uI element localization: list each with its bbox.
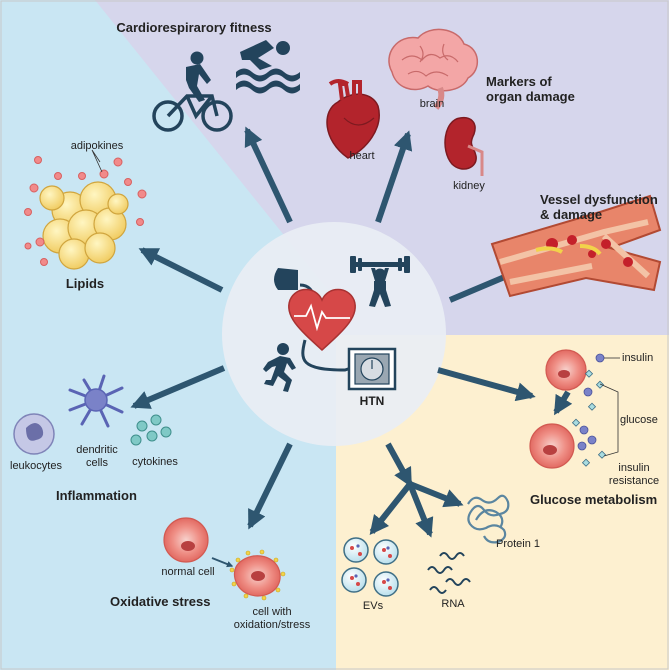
normal-cell-icon (163, 517, 209, 563)
heart-icon (288, 288, 356, 352)
insulin-label: insulin (622, 352, 654, 364)
insulin-resistance-label: insulin resistance (608, 462, 660, 487)
arrow-insulin-resistance (553, 390, 573, 416)
inflammation-label: Inflammation (56, 488, 137, 503)
cyclist-rider-icon (186, 51, 211, 102)
htn-label: HTN (359, 394, 385, 408)
arrow-protein (408, 481, 464, 508)
glucose-molecules-icon (571, 369, 607, 467)
stressed-cell-icon (229, 549, 286, 601)
rna-label: RNA (441, 598, 465, 610)
kidney-icon (444, 116, 484, 176)
stressed-cell-label: cell with oxidation/stress (233, 606, 311, 631)
arrow-inflammation (130, 365, 226, 409)
cytokines-label: cytokines (132, 456, 178, 468)
arrow-lipids (138, 247, 224, 293)
fat-cells-icon (39, 181, 129, 270)
leukocyte-icon (13, 413, 55, 455)
arrow-organ (375, 130, 413, 223)
adipokines-label: adipokines (70, 140, 124, 152)
arrow-rna (407, 482, 434, 538)
protein-label: Protein 1 (495, 538, 541, 550)
glucose-label: glucose (620, 414, 658, 426)
red-cell-bottom-icon (529, 423, 575, 469)
arrow-cardio (244, 126, 293, 224)
protein-icon (467, 494, 510, 544)
arrow-evs (369, 482, 413, 536)
runner-icon (263, 343, 296, 392)
heart-organ-icon (326, 79, 380, 159)
cardiorespiratory-label: Cardiorespirarory fitness (116, 20, 272, 35)
brain-label: brain (419, 98, 445, 110)
kidney-label: kidney (453, 180, 485, 192)
red-cell-top-icon (545, 349, 587, 391)
brain-icon (388, 28, 478, 110)
oxidative-arrow (211, 557, 234, 568)
weightlifter-icon (350, 256, 410, 307)
dendritic-cells-label: dendritic cells (76, 444, 118, 469)
oxidative-label: Oxidative stress (110, 594, 211, 609)
cytokine-dots-icon (130, 414, 172, 446)
vessel-icon (490, 194, 662, 298)
arrow-oxidative (247, 442, 293, 530)
arrow-biomarker-stem (385, 442, 413, 488)
rna-strands-icon (427, 552, 471, 594)
dendritic-cell-body (84, 388, 108, 412)
lipids-label: Lipids (65, 276, 105, 291)
monitor-icon (347, 347, 397, 391)
insulin-molecules-icon (577, 353, 605, 451)
adipokine-pointer (91, 149, 103, 173)
heart-label: heart (349, 150, 375, 162)
vessel-label: Vessel dysfunction & damage (540, 192, 658, 222)
normal-cell-label: normal cell (161, 566, 215, 578)
arrow-glucose (437, 367, 536, 402)
swimmer-icon (236, 40, 300, 94)
evs-label: EVs (362, 600, 384, 612)
glucose-metabolism-label: Glucose metabolism (530, 492, 658, 507)
organ-damage-label: Markers of organ damage (486, 74, 575, 104)
glucose-pointer (599, 383, 619, 457)
ev-vesicles-icon (341, 537, 399, 597)
leukocytes-label: leukocytes (10, 460, 62, 472)
